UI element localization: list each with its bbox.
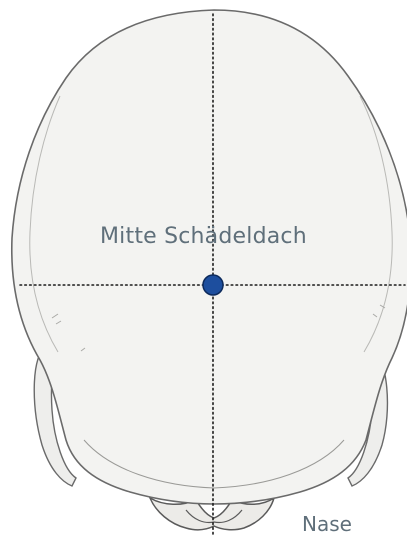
cranium-outline: [12, 10, 407, 504]
nose-label: Nase: [302, 514, 352, 534]
center-label: Mitte Schädeldach: [100, 226, 307, 248]
center-point-marker: [203, 275, 223, 295]
